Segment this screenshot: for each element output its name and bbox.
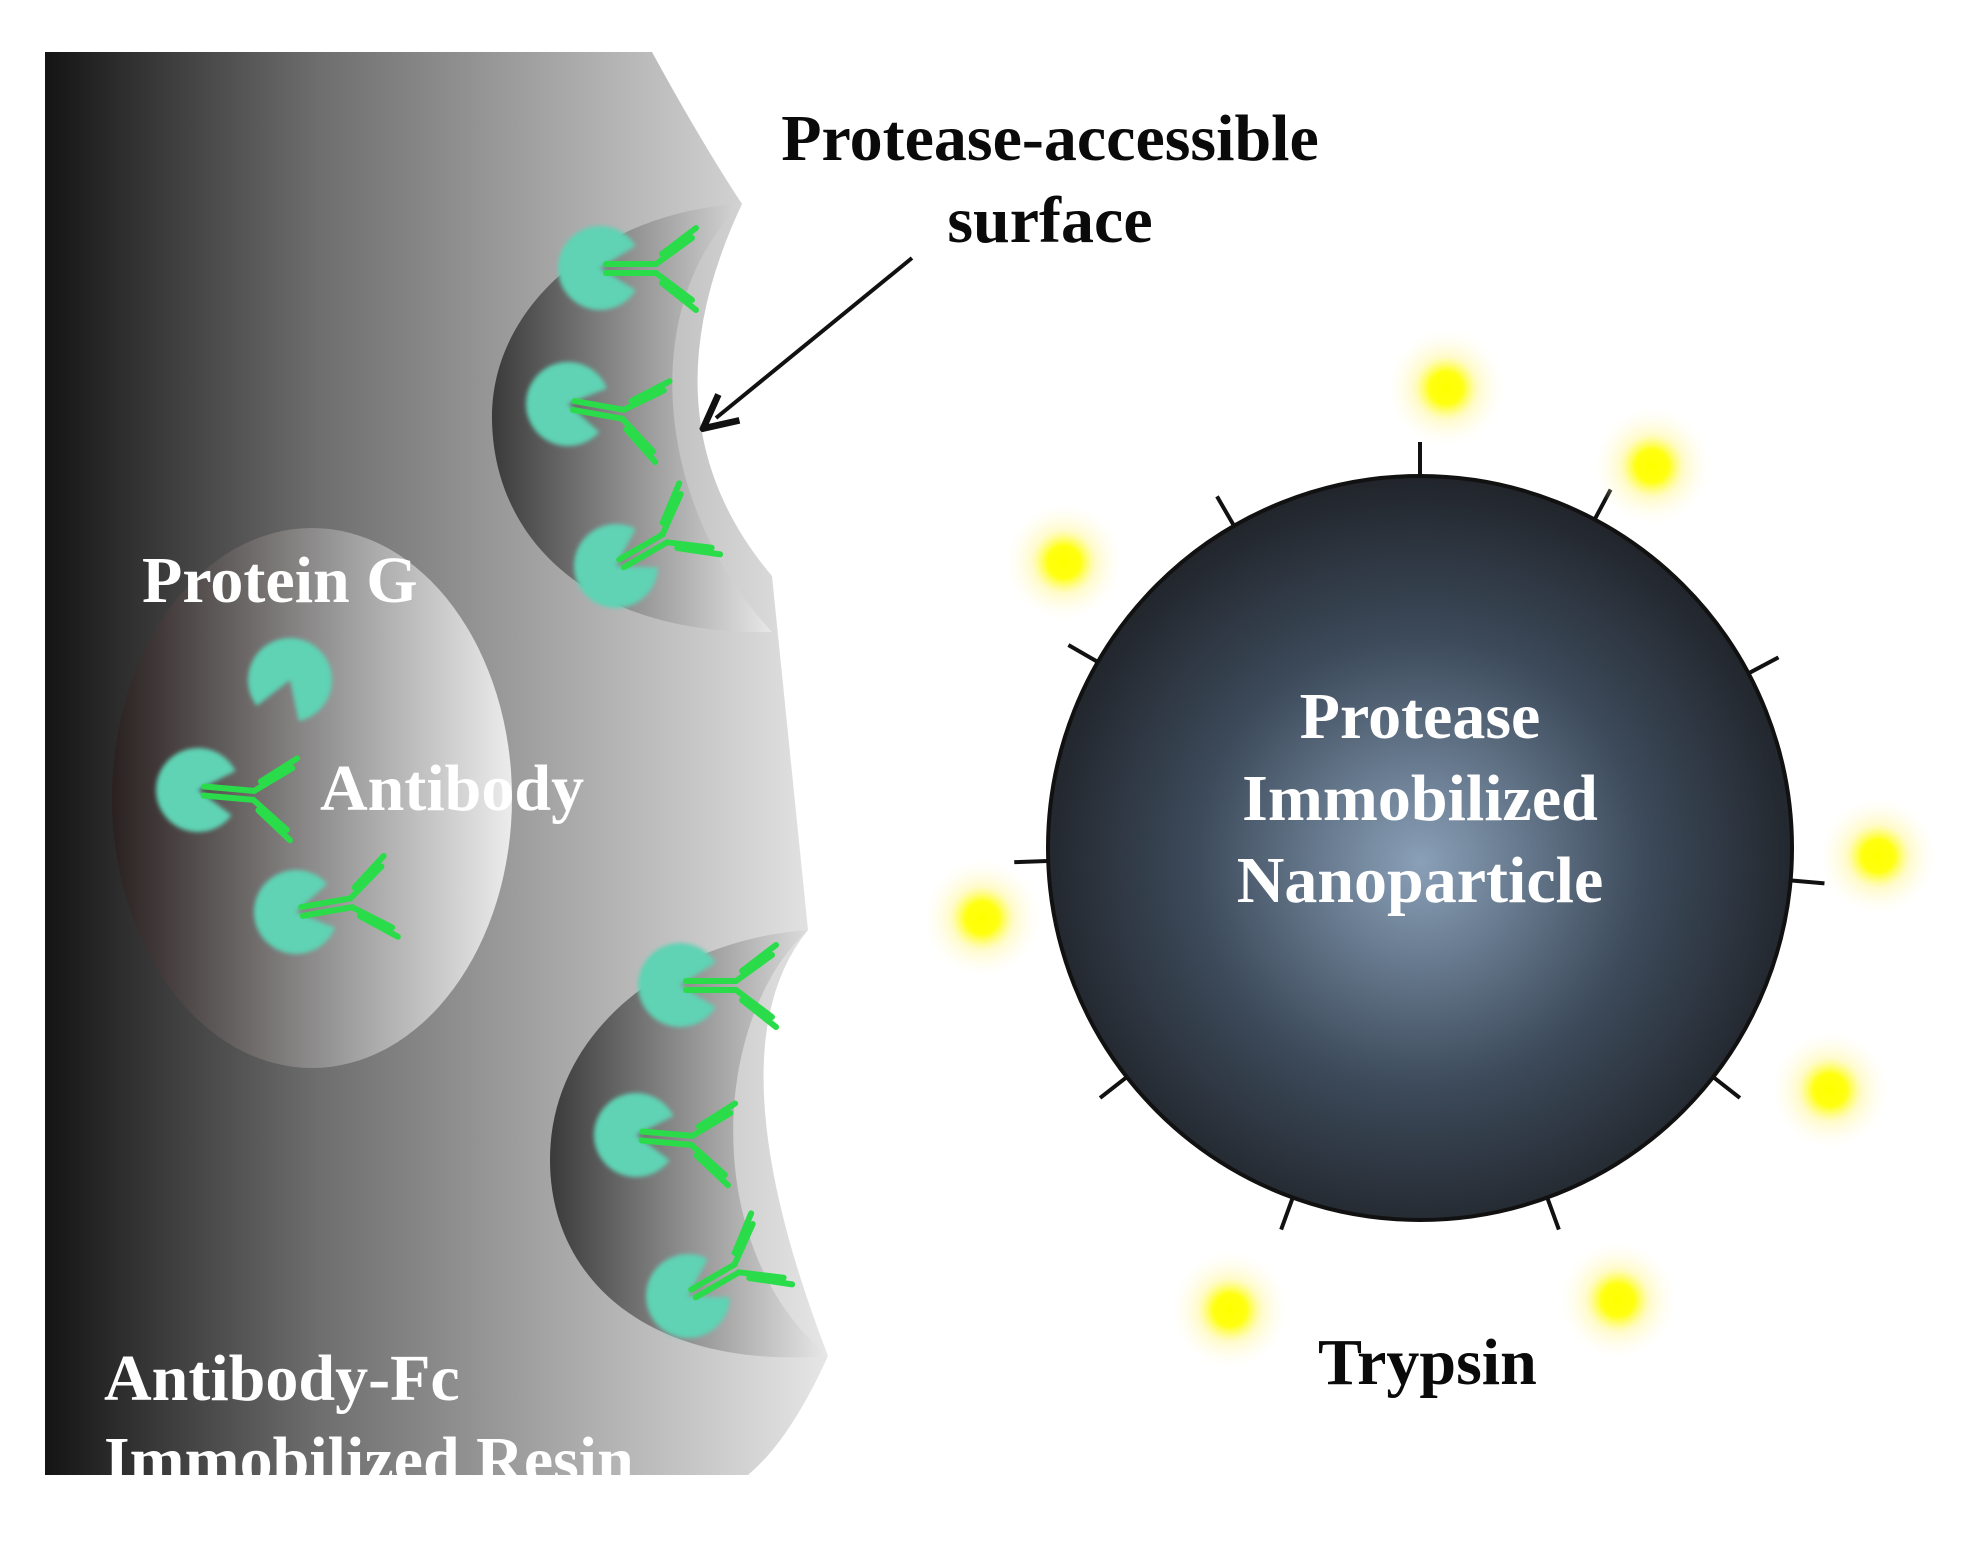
- antibody: [570, 378, 673, 466]
- antibody: [603, 225, 699, 313]
- trypsin-glow: [1006, 504, 1122, 620]
- protein-g: [638, 942, 779, 1030]
- antibody: [688, 1210, 796, 1301]
- protein-g: [248, 638, 332, 722]
- protein-g-antibody-group: [156, 225, 796, 1338]
- antibody: [616, 480, 724, 571]
- resin-label: Antibody-Fc Immobilized Resin: [104, 1342, 634, 1497]
- protease-nanoparticle: [1046, 474, 1794, 1222]
- antibody: [638, 1100, 739, 1189]
- antibody: [683, 942, 779, 1030]
- antibody: [298, 852, 401, 940]
- trypsin-glow: [1820, 798, 1936, 914]
- protein-g: [594, 1093, 739, 1189]
- trypsin-glow: [1172, 1252, 1288, 1368]
- protein-g: [646, 1210, 796, 1338]
- antibody: [200, 755, 301, 844]
- trypsin-glow: [924, 860, 1040, 976]
- pore-upper: [491, 204, 772, 633]
- trypsin-glow: [1772, 1032, 1888, 1148]
- trypsin-glow: [1560, 1242, 1676, 1358]
- antibody-label: Antibody: [320, 752, 585, 825]
- protein-g-label: Protein G: [142, 544, 418, 617]
- trypsin-label: Trypsin: [1318, 1326, 1537, 1399]
- pore-center: [112, 528, 512, 1068]
- protease-accessible-surface-label: Protease-accessible surface: [781, 102, 1319, 257]
- protein-g: [526, 362, 673, 466]
- trypsin-glow: [1594, 408, 1710, 524]
- protein-g: [254, 852, 401, 954]
- trypsin-glow: [1388, 330, 1504, 446]
- trypsin-molecules: [924, 330, 1936, 1368]
- surface-arrow: [716, 256, 914, 418]
- protein-g: [558, 225, 699, 313]
- protein-g: [574, 480, 724, 608]
- nanoparticle-label: Protease Immobilized Nanoparticle: [1236, 680, 1604, 917]
- protein-g: [156, 748, 301, 844]
